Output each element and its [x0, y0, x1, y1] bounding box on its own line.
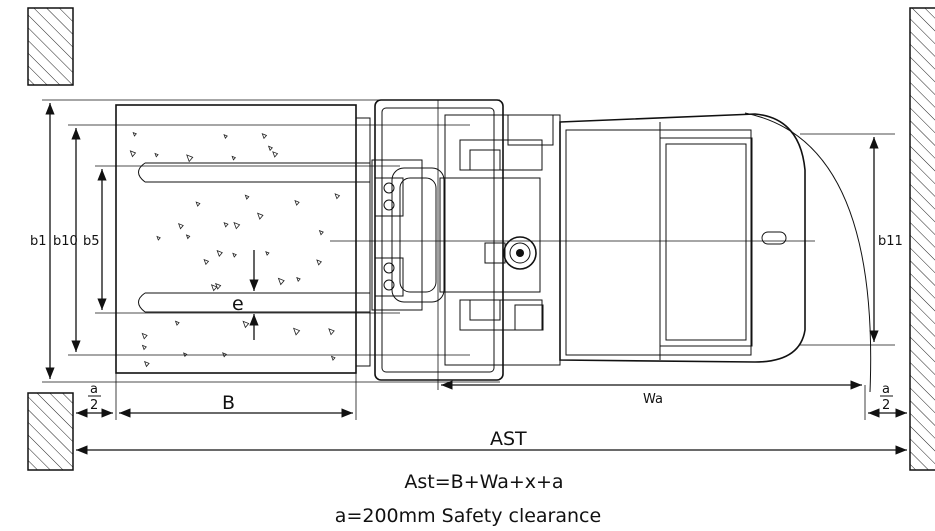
speckle: [223, 134, 228, 139]
speckle: [330, 355, 336, 361]
speckle: [294, 199, 300, 206]
pallet-load: [115, 104, 371, 374]
speckle: [244, 194, 250, 200]
speckle: [215, 282, 222, 290]
speckle: [233, 221, 241, 230]
speckle: [129, 150, 137, 158]
label-e: e: [232, 293, 244, 315]
speckle: [232, 252, 237, 258]
truck-body: [371, 99, 806, 381]
speckle: [141, 344, 147, 351]
speckle: [328, 328, 335, 336]
speckle: [156, 235, 161, 241]
speckle: [267, 145, 273, 152]
speckle: [223, 222, 229, 228]
label-AST: AST: [490, 428, 527, 450]
speckle: [318, 229, 324, 236]
a-half-right-den: 2: [882, 398, 890, 413]
pallet-speckles: [129, 131, 341, 368]
speckle: [177, 222, 184, 230]
speckle: [174, 320, 180, 326]
speckle: [277, 277, 285, 286]
label-b11: b11: [878, 234, 903, 249]
speckle: [242, 320, 250, 329]
speckle: [296, 276, 301, 283]
extension-lines: [42, 99, 895, 460]
label-a-half-left: a 2: [88, 382, 101, 413]
speckle: [154, 152, 159, 158]
speckle: [185, 234, 191, 240]
speckle: [216, 249, 223, 257]
speckle: [141, 332, 148, 340]
speckle: [256, 212, 264, 220]
label-b5: b5: [83, 234, 100, 249]
formula-caption: Ast=B+Wa+x+a: [404, 471, 563, 493]
speckle: [132, 131, 137, 137]
speckle: [210, 284, 218, 292]
speckle: [203, 258, 210, 266]
label-b10: b10: [53, 234, 78, 249]
roller-lower: [374, 257, 404, 297]
wall-bottom-left: [27, 392, 74, 471]
fork-lower: [138, 292, 370, 313]
label-a-half-right: a 2: [880, 382, 893, 413]
roller-upper: [374, 177, 404, 217]
wall-top-left: [27, 7, 74, 86]
speckle: [265, 251, 270, 256]
label-Wa: Wa: [643, 392, 663, 407]
speckle: [334, 193, 341, 200]
label-B: B: [222, 392, 235, 414]
steering-wheel: [484, 236, 537, 270]
fork-upper: [138, 162, 370, 183]
a-half-right-num: a: [882, 382, 890, 397]
a-half-left-num: a: [90, 382, 98, 397]
speckle: [272, 151, 279, 158]
speckle: [292, 327, 301, 336]
label-b1: b1: [30, 234, 47, 249]
speckle: [186, 154, 194, 163]
speckle: [143, 360, 150, 368]
speckle: [195, 201, 201, 207]
speckle: [316, 259, 322, 266]
wall-right: [909, 7, 935, 471]
turning-radius-arc: [744, 112, 872, 393]
speckle: [231, 155, 237, 161]
a-half-left-den: 2: [90, 398, 98, 413]
speckle: [261, 133, 268, 140]
clearance-caption: a=200mm Safety clearance: [335, 505, 601, 527]
